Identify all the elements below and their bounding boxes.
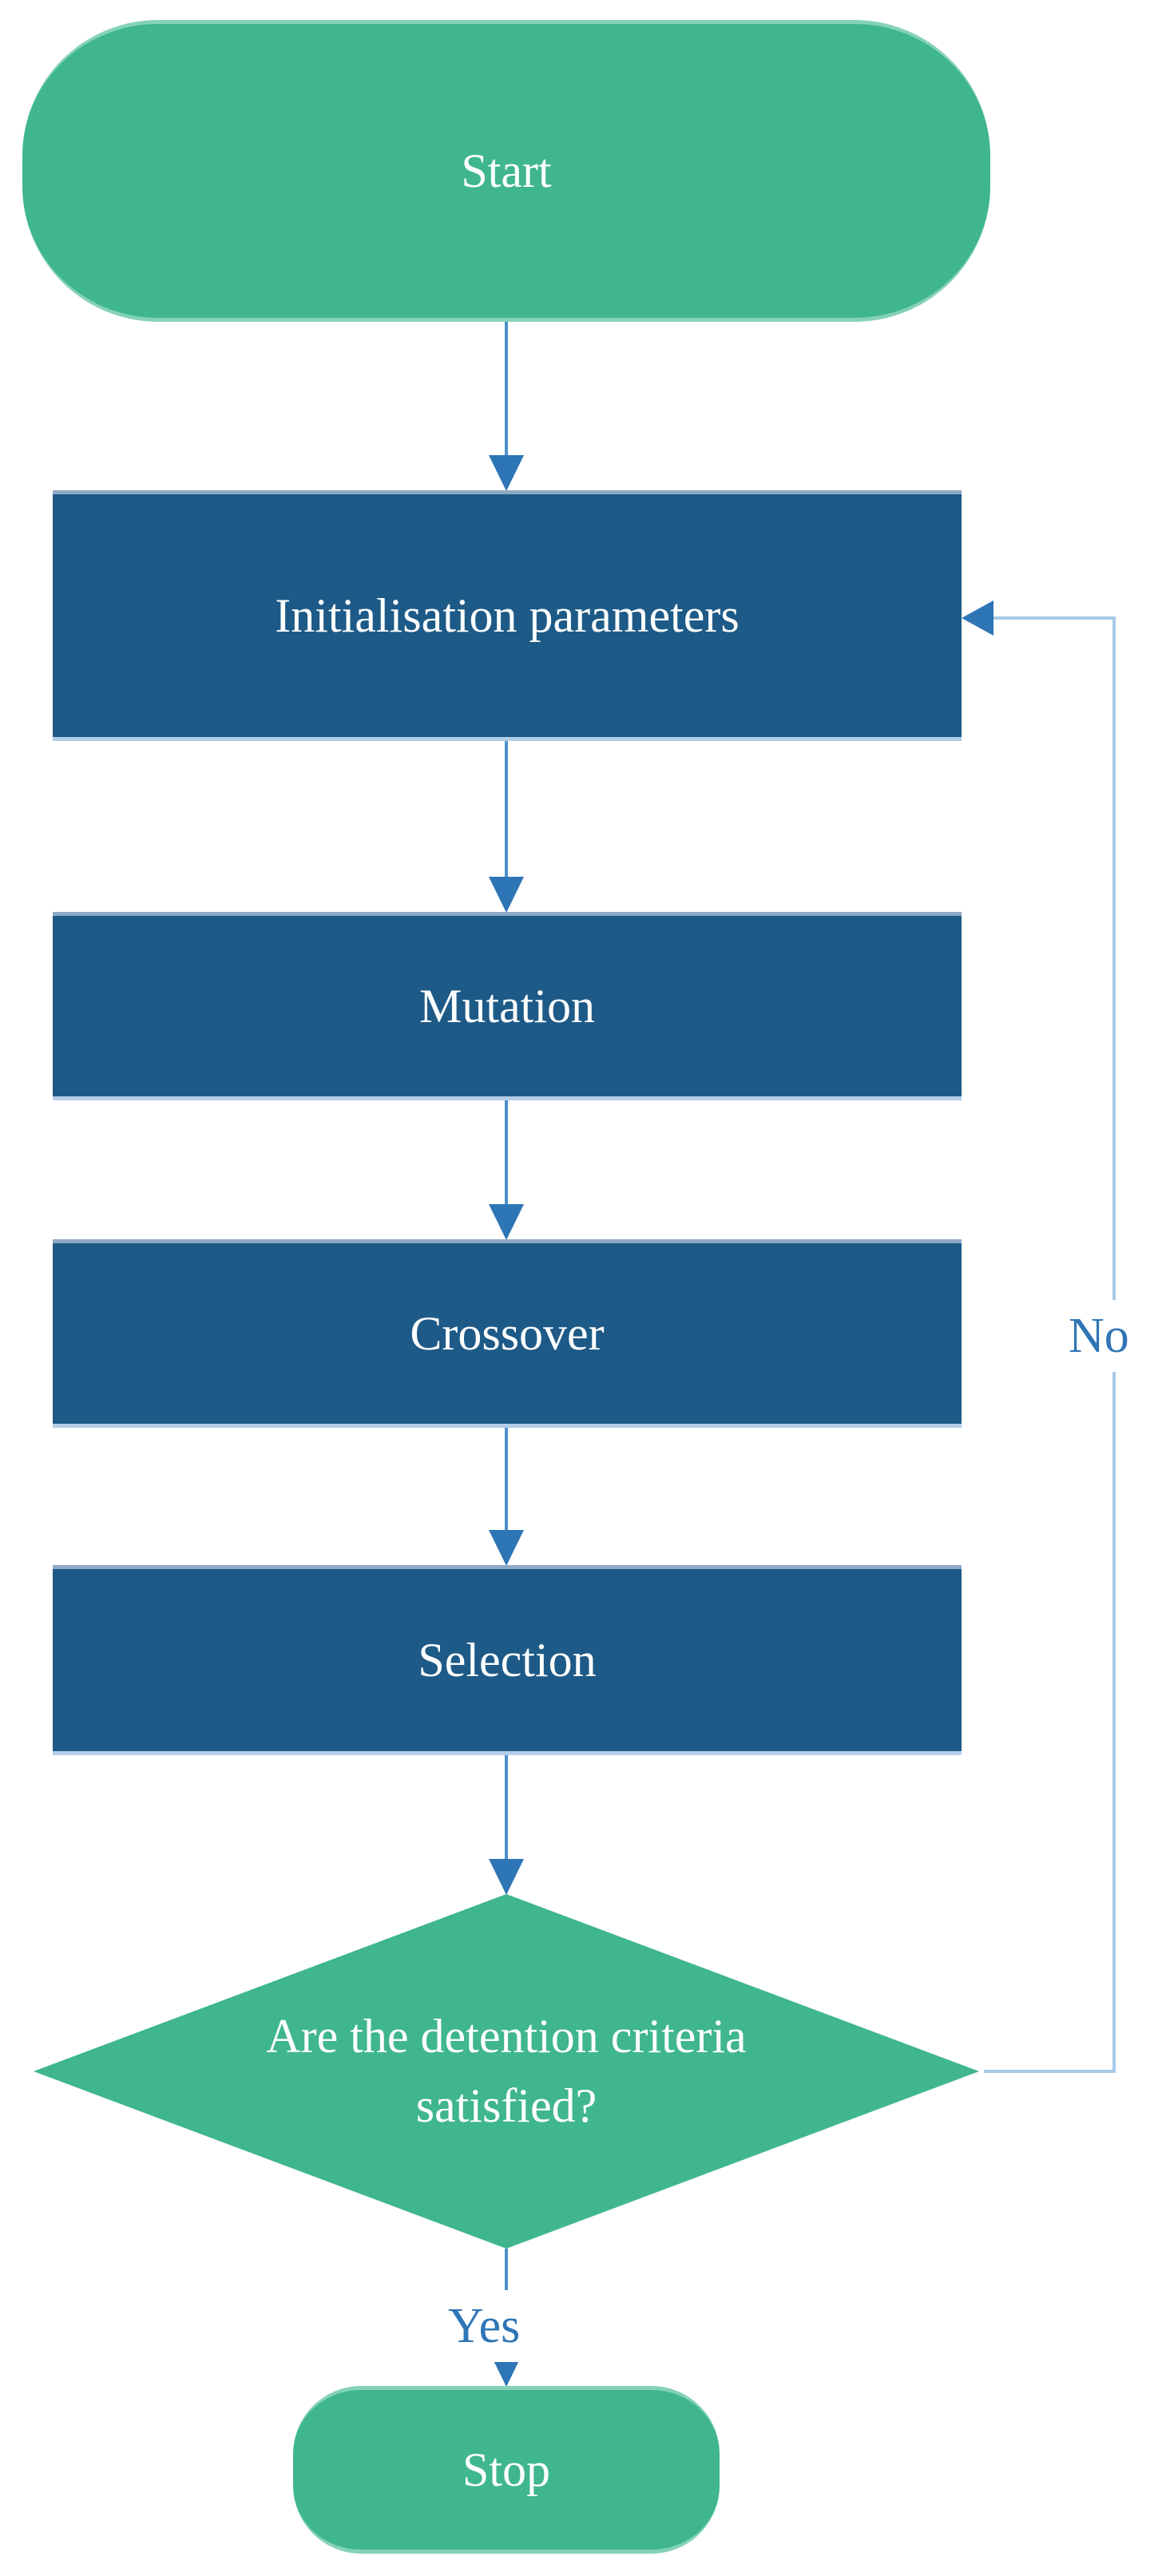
node-selection-label: Selection: [418, 1633, 597, 1686]
loop-line-bottom: [984, 2070, 1116, 2073]
arrowhead-left-icon: [962, 600, 993, 636]
arrowhead-down-icon: [489, 1204, 524, 1240]
arrowhead-down-icon: [489, 1859, 524, 1895]
node-stop: Stop: [293, 2386, 720, 2554]
connector-selection-decision: [505, 1755, 508, 1861]
arrowhead-down-icon: [489, 1530, 524, 1566]
node-mutation: Mutation: [53, 912, 962, 1100]
loop-line-top: [992, 616, 1116, 620]
node-start: Start: [22, 20, 990, 322]
node-selection: Selection: [53, 1565, 962, 1755]
arrowhead-down-icon: [489, 455, 524, 491]
node-decision: Are the detention criteria satisfied?: [34, 1894, 979, 2249]
node-crossover-label: Crossover: [410, 1306, 605, 1360]
node-decision-label: Are the detention criteria satisfied?: [266, 2010, 747, 2132]
node-crossover: Crossover: [53, 1239, 962, 1428]
connector-start-init: [505, 322, 508, 457]
connector-crossover-selection: [505, 1428, 508, 1532]
connector-decision-stop: [505, 2249, 508, 2293]
no-edge-label: No: [1064, 1300, 1134, 1372]
node-mutation-label: Mutation: [419, 979, 595, 1032]
connector-init-mutation: [505, 741, 508, 878]
yes-edge-label: Yes: [443, 2290, 525, 2362]
arrowhead-down-icon: [489, 877, 524, 913]
node-initialisation-label: Initialisation parameters: [275, 589, 740, 642]
node-start-label: Start: [461, 144, 552, 197]
node-initialisation: Initialisation parameters: [53, 490, 962, 741]
connector-mutation-crossover: [505, 1100, 508, 1206]
node-stop-label: Stop: [462, 2443, 551, 2496]
